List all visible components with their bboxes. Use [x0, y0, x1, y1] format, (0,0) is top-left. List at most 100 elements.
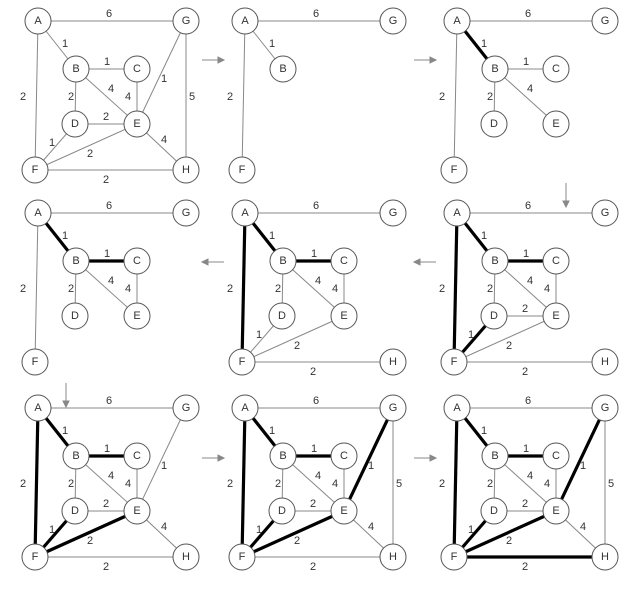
node-label-g: G: [182, 15, 191, 27]
edge-af: [453, 20, 458, 171]
edge-weight-ag: 6: [313, 200, 319, 212]
edge-weight-ef: 2: [506, 340, 512, 352]
node-label-d: D: [71, 505, 79, 517]
node-label-d: D: [490, 505, 498, 517]
node-d: [480, 497, 508, 525]
edge-weight-ef: 2: [294, 340, 300, 352]
node-label-b: B: [72, 255, 79, 267]
node-h: [379, 348, 407, 376]
edge-weight-ag: 6: [106, 200, 112, 212]
edge-weight-gh: 5: [189, 91, 195, 103]
node-label-f: F: [239, 551, 246, 563]
edge-weight-de: 2: [522, 498, 528, 510]
node-d: [268, 302, 296, 330]
node-label-h: H: [389, 551, 397, 563]
node-label-f: F: [32, 356, 39, 368]
node-label-a: A: [34, 207, 42, 219]
edge-be: [75, 455, 138, 512]
node-e: [123, 497, 151, 525]
node-label-g: G: [389, 402, 398, 414]
node-f: [228, 543, 256, 571]
node-label-g: G: [182, 207, 191, 219]
node-label-e: E: [340, 505, 347, 517]
node-g: [591, 199, 619, 227]
edge-weight-be: 4: [108, 275, 114, 287]
edge-weight-af: 2: [20, 478, 26, 490]
node-e: [330, 302, 358, 330]
edge-weight-af: 2: [439, 91, 445, 103]
node-b: [62, 247, 90, 275]
node-label-a: A: [241, 15, 249, 27]
edge-af-selected: [240, 407, 247, 558]
node-label-e: E: [133, 505, 140, 517]
node-h: [172, 156, 200, 184]
edge-weight-ce: 4: [125, 91, 131, 103]
node-c: [542, 247, 570, 275]
step-arrow-1: [202, 56, 226, 64]
edge-weight-ef: 2: [506, 535, 512, 547]
edge-weight-fh: 2: [103, 561, 109, 573]
edge-weight-bc: 1: [523, 248, 529, 260]
node-e: [330, 497, 358, 525]
edge-weight-ag: 6: [106, 8, 112, 20]
node-label-e: E: [552, 118, 559, 130]
edge-weight-af: 2: [439, 478, 445, 490]
step-arrow-4: [412, 258, 436, 266]
node-label-a: A: [453, 15, 461, 27]
node-a: [24, 199, 52, 227]
edge-weight-af: 2: [227, 283, 233, 295]
edge-eg: [136, 20, 187, 125]
edge-weight-bd: 2: [275, 478, 281, 490]
edge-weight-ce: 4: [125, 478, 131, 490]
edge-weight-ab: 1: [269, 425, 275, 437]
node-label-f: F: [451, 551, 458, 563]
edge-weight-ce: 4: [332, 478, 338, 490]
node-label-d: D: [278, 505, 286, 517]
node-h: [172, 543, 200, 571]
node-a: [443, 394, 471, 422]
node-label-c: C: [552, 63, 560, 75]
edge-weight-af: 2: [20, 283, 26, 295]
node-label-b: B: [491, 450, 498, 462]
edge-weight-de: 2: [522, 303, 528, 315]
edge-af: [34, 212, 39, 363]
step-arrow-7: [202, 454, 226, 462]
edge-weight-fh: 2: [522, 366, 528, 378]
edge-weight-be: 4: [108, 470, 114, 482]
edge-weight-be: 4: [108, 83, 114, 95]
node-f: [440, 543, 468, 571]
edge-ef: [241, 315, 345, 363]
node-label-f: F: [32, 164, 39, 176]
edge-weight-bd: 2: [68, 283, 74, 295]
edge-weight-ab: 1: [481, 425, 487, 437]
node-label-h: H: [182, 164, 190, 176]
edge-be: [494, 68, 557, 125]
node-h: [591, 348, 619, 376]
edge-weight-df: 1: [468, 524, 474, 536]
node-b: [269, 442, 297, 470]
edge-weight-be: 4: [527, 275, 533, 287]
edge-weight-gh: 5: [608, 478, 614, 490]
node-label-b: B: [279, 450, 286, 462]
edge-af-selected: [33, 407, 40, 558]
edge-weight-bd: 2: [487, 478, 493, 490]
edge-weight-bc: 1: [311, 443, 317, 455]
node-e: [542, 110, 570, 138]
node-c: [542, 55, 570, 83]
node-label-a: A: [34, 402, 42, 414]
node-g: [591, 394, 619, 422]
node-b: [269, 55, 297, 83]
node-a: [231, 7, 259, 35]
edge-weight-fh: 2: [310, 561, 316, 573]
edge-weight-bd: 2: [68, 478, 74, 490]
node-g: [379, 394, 407, 422]
node-label-g: G: [601, 207, 610, 219]
edge-weight-ce: 4: [332, 283, 338, 295]
